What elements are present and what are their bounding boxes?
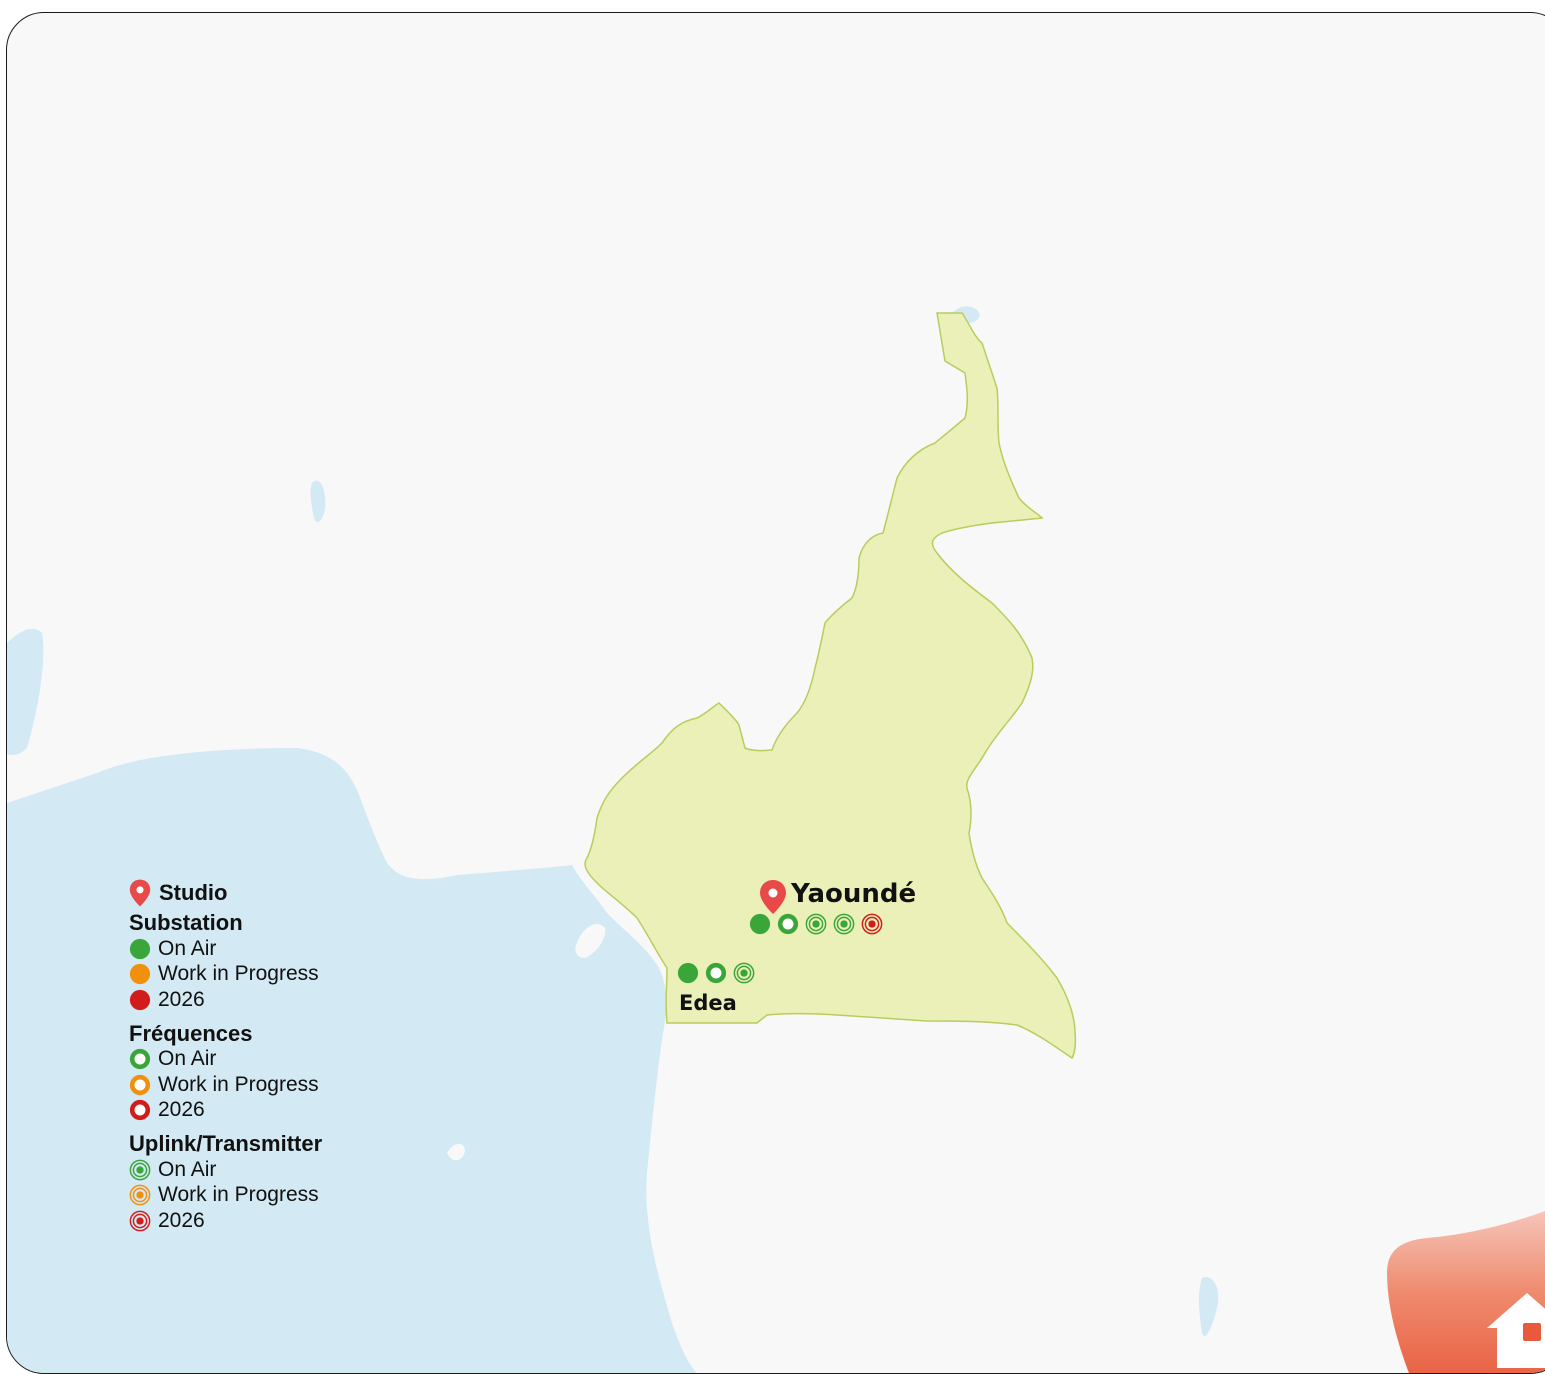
legend-item-label: On Air [158, 1047, 217, 1071]
home-button[interactable] [1387, 1193, 1545, 1373]
substation-dot-icon [677, 962, 699, 984]
lake [7, 628, 44, 756]
gulf-of-guinea [7, 748, 697, 1373]
legend-item-label: 2026 [158, 1208, 205, 1232]
legend-item: 2026 [129, 1098, 322, 1124]
substation-dot-icon [129, 989, 151, 1010]
frequency-ring-icon [129, 1049, 151, 1070]
uplink-signal-icon [805, 913, 827, 935]
legend-item-label: 2026 [158, 1098, 205, 1122]
city-label-yaounde: Yaoundé [791, 879, 917, 909]
legend-item-label: On Air [158, 1157, 217, 1181]
uplink-signal-icon [861, 913, 883, 935]
frequency-ring-icon [777, 913, 799, 935]
uplink-signal-icon [129, 1210, 151, 1232]
substation-dot-icon [749, 913, 771, 935]
city-markers-edea [677, 962, 755, 984]
bioko-island [575, 923, 606, 958]
location-pin-icon [129, 879, 151, 907]
frequency-ring-icon [129, 1100, 151, 1121]
uplink-signal-icon [129, 1184, 151, 1206]
legend-item: Work in Progress [129, 1183, 322, 1209]
legend-item-label: Work in Progress [158, 962, 319, 986]
city-label-edea: Edea [679, 991, 737, 1015]
legend-item: Work in Progress [129, 962, 322, 988]
legend-heading-substation: Substation [129, 910, 243, 935]
city-markers-yaounde [749, 913, 883, 935]
legend-heading-uplink: Uplink/Transmitter [129, 1131, 323, 1156]
uplink-signal-icon [833, 913, 855, 935]
yaounde-studio-pin-icon[interactable] [759, 879, 787, 915]
legend-item-label: Work in Progress [158, 1072, 319, 1096]
legend-item: On Air [129, 936, 322, 962]
substation-dot-icon [129, 964, 151, 985]
legend-item: 2026 [129, 1208, 322, 1234]
frequency-ring-icon [705, 962, 727, 984]
legend-item: Work in Progress [129, 1072, 322, 1098]
legend-heading-frequency: Fréquences [129, 1020, 253, 1046]
lake [1198, 1277, 1219, 1337]
frequency-ring-icon [129, 1074, 151, 1095]
uplink-signal-icon [129, 1159, 151, 1181]
map-canvas[interactable] [7, 13, 1545, 1373]
lake [310, 480, 326, 523]
small-island [447, 1143, 465, 1161]
legend-item: On Air [129, 1157, 322, 1183]
legend-item-label: On Air [158, 936, 217, 960]
legend-studio-label: Studio [159, 880, 228, 905]
legend-item-label: 2026 [158, 987, 205, 1011]
legend-studio: Studio [129, 878, 322, 908]
legend-item: On Air [129, 1047, 322, 1073]
substation-dot-icon [129, 938, 151, 959]
uplink-signal-icon [733, 962, 755, 984]
legend-item: 2026 [129, 987, 322, 1013]
home-icon [1487, 1293, 1545, 1368]
country-outline [584, 312, 1077, 1060]
legend-item-label: Work in Progress [158, 1183, 319, 1207]
